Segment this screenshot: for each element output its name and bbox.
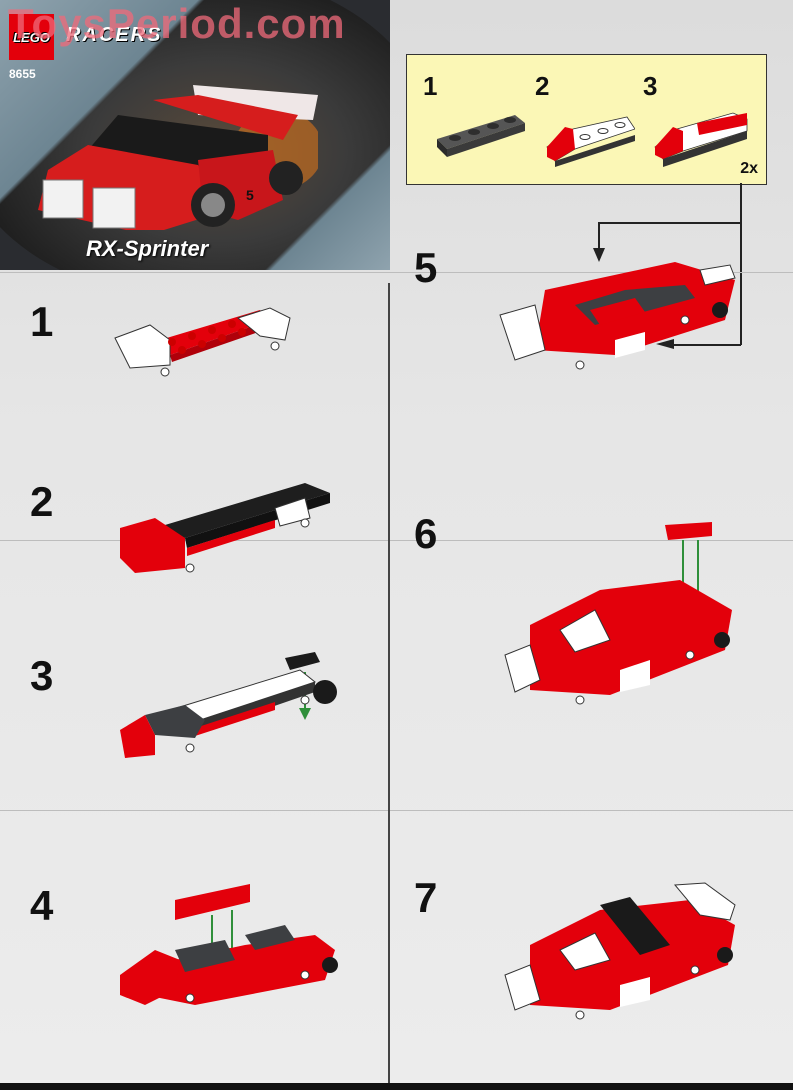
bottom-edge bbox=[0, 1083, 793, 1090]
step-7-number: 7 bbox=[414, 874, 438, 921]
fold-line bbox=[0, 810, 793, 811]
step-1-number: 1 bbox=[30, 298, 54, 345]
step-1-illustration bbox=[114, 307, 291, 377]
step-6-number: 6 bbox=[414, 510, 438, 557]
fold-line bbox=[0, 540, 793, 541]
callout-line-down bbox=[598, 222, 600, 252]
sub-step-2-number: 2 bbox=[535, 71, 550, 101]
red-slope-illustration bbox=[546, 116, 635, 167]
watermark: ToysPeriod.com bbox=[8, 0, 346, 47]
step-7-illustration bbox=[504, 882, 736, 1020]
step-5-number: 5 bbox=[414, 244, 438, 291]
callout-line-top bbox=[598, 222, 741, 224]
callout-line-bottom bbox=[670, 344, 741, 346]
step-2-illustration bbox=[120, 483, 330, 573]
svg-text:5: 5 bbox=[246, 187, 254, 203]
set-number: 8655 bbox=[9, 67, 36, 81]
arrow-down-icon bbox=[593, 248, 605, 262]
step-4-number: 4 bbox=[30, 882, 54, 929]
step-3-illustration bbox=[120, 652, 337, 758]
column-divider bbox=[388, 283, 390, 1083]
red-white-panel-illustration bbox=[654, 112, 748, 167]
step-6-illustration bbox=[504, 522, 732, 705]
step-2-number: 2 bbox=[30, 478, 54, 525]
arrow-left-icon bbox=[656, 339, 674, 349]
set-name: RX-Sprinter bbox=[86, 236, 209, 261]
step-3-number: 3 bbox=[30, 652, 54, 699]
cover-car-illustration: 5 bbox=[38, 85, 318, 230]
sub-step-3-number: 3 bbox=[643, 71, 658, 101]
lego-logo: LEGO bbox=[9, 14, 54, 60]
step-4-illustration bbox=[120, 884, 338, 1005]
quantity-multiplier: 2x bbox=[740, 160, 758, 177]
racers-logo: RACERS bbox=[66, 24, 163, 46]
cover-box-art: 5 LEGO RACERS 8655 RX-Sprinter bbox=[0, 0, 390, 270]
fold-line bbox=[0, 272, 793, 273]
step-5-illustration bbox=[499, 262, 736, 370]
grey-plate-illustration bbox=[437, 115, 525, 157]
sub-assembly-box: 1 2 3 2x bbox=[406, 54, 767, 185]
callout-line-vertical bbox=[740, 183, 742, 345]
sub-step-1-number: 1 bbox=[423, 71, 438, 101]
